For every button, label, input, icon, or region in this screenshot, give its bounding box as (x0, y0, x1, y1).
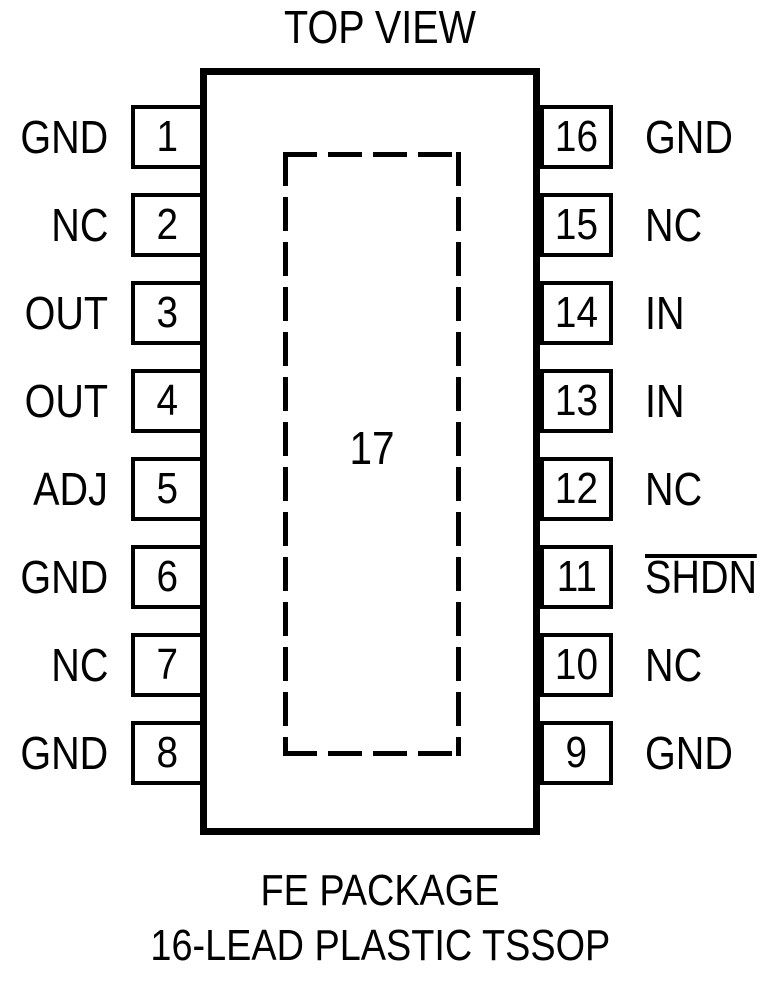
pin-label: GND (0, 546, 108, 608)
exposed-pad-number: 17 (349, 422, 395, 474)
pin-label-text: GND (20, 111, 108, 163)
pin-label: GND (0, 106, 108, 168)
pin-label: SHDN (645, 546, 760, 608)
pin-label-text: GND (20, 551, 108, 603)
pin-number: 12 (554, 464, 599, 513)
pin-label: IN (645, 282, 760, 344)
pin-label: OUT (0, 370, 108, 432)
pin-label: NC (0, 194, 108, 256)
pin-box: 13 (540, 369, 613, 433)
pin-label-text: IN (645, 287, 685, 339)
pin-label: NC (645, 634, 760, 696)
pin-label: GND (0, 722, 108, 784)
pin-number: 15 (554, 200, 599, 249)
pin-label-text: NC (645, 199, 703, 251)
pin-box: 7 (131, 633, 204, 697)
pin-number: 10 (554, 640, 599, 689)
pin-label: NC (645, 458, 760, 520)
pin-label-text: IN (645, 375, 685, 427)
pin-row: 5 ADJ (0, 457, 205, 521)
pin-label-text: GND (20, 727, 108, 779)
pin-row: 10 NC (535, 633, 760, 697)
pin-number: 9 (565, 728, 588, 777)
pin-label-text: OUT (24, 375, 108, 427)
pin-row: 13 IN (535, 369, 760, 433)
pin-box: 16 (540, 105, 613, 169)
pin-row: 16 GND (535, 105, 760, 169)
pin-number: 14 (554, 288, 599, 337)
pin-number: 8 (156, 728, 179, 777)
pin-box: 4 (131, 369, 204, 433)
pin-number: 2 (156, 200, 179, 249)
pin-row: 2 NC (0, 193, 205, 257)
pin-row: 8 GND (0, 721, 205, 785)
pin-label-text: ADJ (33, 463, 108, 515)
pin-label: OUT (0, 282, 108, 344)
pin-label: NC (645, 194, 760, 256)
pin-label-text: NC (645, 463, 703, 515)
pin-number: 5 (156, 464, 179, 513)
package-caption-line-1-text: FE PACKAGE (260, 866, 500, 915)
pin-label-text: OUT (24, 287, 108, 339)
pin-box: 6 (131, 545, 204, 609)
pin-box: 9 (540, 721, 613, 785)
pin-box: 2 (131, 193, 204, 257)
pin-label: ADJ (0, 458, 108, 520)
page-title: TOP VIEW (284, 1, 476, 53)
pin-box: 1 (131, 105, 204, 169)
pin-number: 13 (554, 376, 599, 425)
package-caption-line-2: 16-LEAD PLASTIC TSSOP (0, 921, 760, 971)
package-caption-line-1: FE PACKAGE (0, 866, 760, 916)
exposed-pad-outline (283, 152, 461, 756)
pin-box: 8 (131, 721, 204, 785)
pin-number: 3 (156, 288, 179, 337)
pin-box: 5 (131, 457, 204, 521)
pin-box: 3 (131, 281, 204, 345)
pin-label: NC (0, 634, 108, 696)
pin-label-text: NC (50, 639, 108, 691)
pin-number: 11 (556, 552, 597, 601)
pin-box: 12 (540, 457, 613, 521)
pin-row: 9 GND (535, 721, 760, 785)
pin-number: 1 (156, 112, 179, 161)
pin-number: 7 (156, 640, 179, 689)
pin-number: 6 (156, 552, 179, 601)
pin-row: 6 GND (0, 545, 205, 609)
pin-box: 11 (540, 545, 613, 609)
pin-row: 12 NC (535, 457, 760, 521)
pin-box: 15 (540, 193, 613, 257)
pin-row: 1 GND (0, 105, 205, 169)
package-caption-line-2-text: 16-LEAD PLASTIC TSSOP (150, 921, 610, 970)
pin-label: GND (645, 106, 760, 168)
pin-row: 15 NC (535, 193, 760, 257)
pin-row: 3 OUT (0, 281, 205, 345)
pin-row: 14 IN (535, 281, 760, 345)
pin-row: 4 OUT (0, 369, 205, 433)
pin-label-text: GND (645, 111, 733, 163)
pin-label-text: NC (645, 639, 703, 691)
pin-row: 11 SHDN (535, 545, 760, 609)
pin-box: 14 (540, 281, 613, 345)
pin-label-text: NC (50, 199, 108, 251)
pin-label: IN (645, 370, 760, 432)
pin-number: 4 (156, 376, 179, 425)
pin-box: 10 (540, 633, 613, 697)
pin-label-text: GND (645, 727, 733, 779)
pin-number: 16 (554, 112, 599, 161)
pin-row: 7 NC (0, 633, 205, 697)
pin-label-text: SHDN (645, 546, 758, 608)
pin-label: GND (645, 722, 760, 784)
